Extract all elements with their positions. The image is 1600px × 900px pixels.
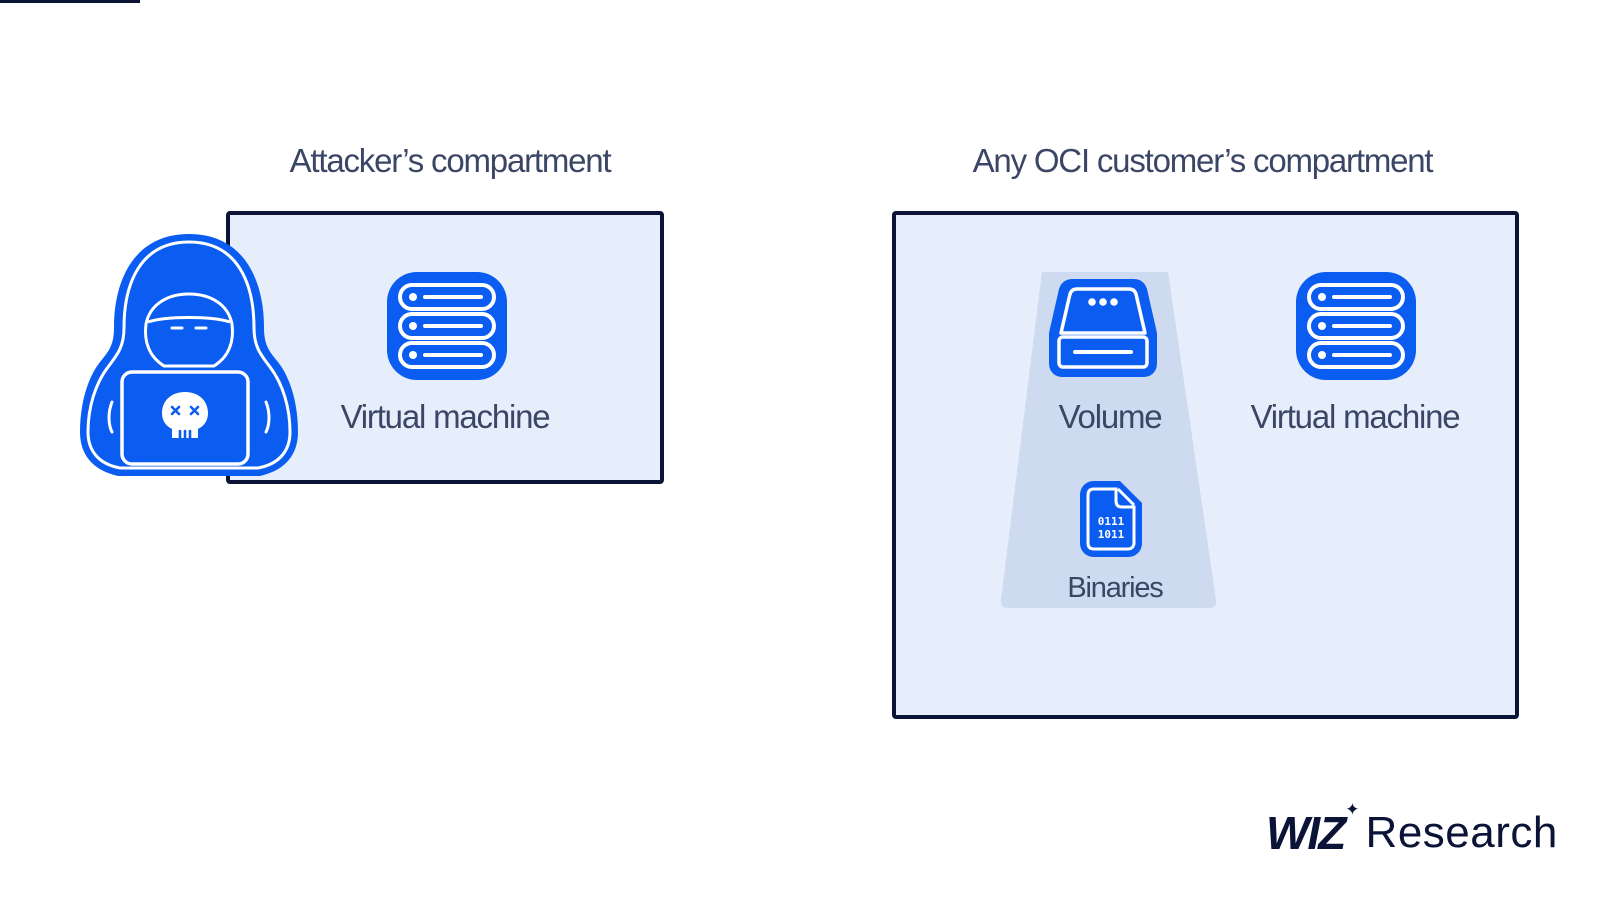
binary-text-line-1: 0111 <box>1098 515 1125 528</box>
volume-label: Volume <box>1058 398 1163 435</box>
wiz-logo-text: WIZ <box>1266 807 1346 859</box>
attacker-compartment-title: Attacker’s compartment <box>289 142 612 179</box>
server-icon <box>387 272 507 380</box>
hooded-hacker-icon <box>80 234 298 476</box>
research-text: Research <box>1365 808 1558 857</box>
sparkle-icon: ✦ <box>1345 800 1360 819</box>
server-icon <box>1296 272 1416 380</box>
binary-file-icon: 0111 1011 <box>1080 481 1142 557</box>
customer-vm-label: Virtual machine <box>1250 398 1461 435</box>
customer-compartment-title: Any OCI customer’s compartment <box>972 142 1434 179</box>
volume-vm-connector <box>0 0 140 3</box>
wiz-research-logo: WIZ ✦ Research <box>1266 800 1558 859</box>
binaries-label: Binaries <box>1067 572 1163 604</box>
attacker-vm-label: Virtual machine <box>340 398 551 435</box>
storage-volume-icon <box>1049 279 1157 377</box>
binary-text-line-2: 1011 <box>1098 528 1125 541</box>
